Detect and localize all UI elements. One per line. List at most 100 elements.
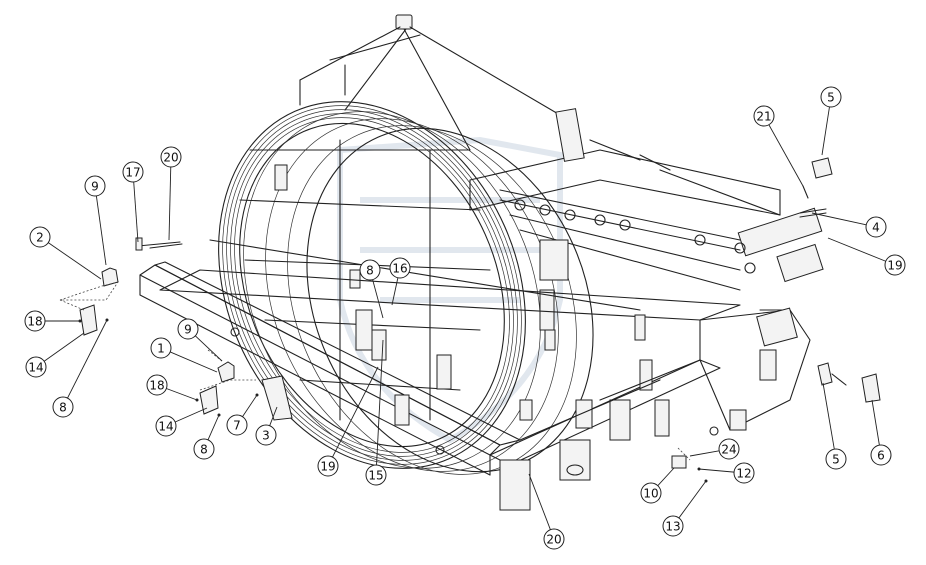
callout-number: 18 [149,379,164,393]
callout-c21: 21 [753,105,775,127]
callout-c3: 3 [255,424,277,446]
callout-circle [24,310,46,332]
callout-c7: 7 [226,414,248,436]
callout-circle [753,105,775,127]
callout-c5a: 5 [820,86,842,108]
callout-circle [825,448,847,470]
callout-number: 14 [158,420,173,434]
leader-lines [43,106,886,530]
callout-c9b: 9 [177,318,199,340]
exploded-parts-right [671,157,881,483]
callout-c1: 1 [150,337,172,359]
callout-number: 19 [320,460,335,474]
callout-circle [317,455,339,477]
callout-c9a: 9 [84,175,106,197]
callout-circle [177,318,199,340]
leader-line-c15 [376,339,384,466]
callout-circle [870,444,892,466]
callout-circle [226,414,248,436]
callout-c20b: 20 [543,528,565,550]
callout-circle [865,216,887,238]
leader-line-c9b [194,335,223,362]
leader-line-c8b [372,279,384,319]
callout-number: 5 [827,91,835,105]
callout-circle [884,254,906,276]
callout-number: 13 [665,520,680,534]
callout-number: 5 [832,453,840,467]
callout-circle [160,146,182,168]
callout-circle [662,515,684,537]
callout-circle [820,86,842,108]
callout-c13: 13 [662,515,684,537]
leader-line-c1 [170,351,218,373]
callout-c24: 24 [718,438,740,460]
callout-circle [155,415,177,437]
leader-line-c14b [174,407,208,423]
callout-c16: 16 [389,257,411,279]
callout-c19a: 19 [884,254,906,276]
callout-number: 20 [546,533,561,547]
callout-number: 17 [125,166,140,180]
callout-circle [193,438,215,460]
leader-line-c20b [528,473,551,530]
callout-number: 24 [721,443,736,457]
callout-c4: 4 [865,216,887,238]
callout-circle [389,257,411,279]
callout-c18b: 18 [146,374,168,396]
leader-line-c16 [391,277,399,306]
callout-circle [150,337,172,359]
callout-circle [122,161,144,183]
callout-c14b: 14 [155,415,177,437]
callout-number: 1 [157,342,165,356]
leader-line-c21 [768,124,804,187]
callout-number: 18 [27,315,42,329]
leader-line-c13 [678,480,707,519]
callout-circle [640,482,662,504]
callout-circle [733,462,755,484]
callout-circle [52,396,74,418]
leader-line-c8a [67,319,108,399]
callout-c5b: 5 [825,448,847,470]
callout-circle [84,175,106,197]
callout-circle [718,438,740,460]
leader-line-c8c [207,414,220,441]
callout-number: 8 [59,401,67,415]
base-frame [139,239,811,511]
exploded-parts-lower-left [195,349,293,421]
callout-number: 8 [200,443,208,457]
callout-circle [29,226,51,248]
callout-c10: 10 [640,482,662,504]
top-tripod-frame [299,14,561,151]
callout-number: 6 [877,449,885,463]
callout-c8a: 8 [52,396,74,418]
callout-c6: 6 [870,444,892,466]
callout-number: 3 [262,429,270,443]
callout-number: 20 [163,151,178,165]
callout-c8c: 8 [193,438,215,460]
callout-c20a: 20 [160,146,182,168]
leader-line-c7 [242,394,258,417]
callout-circle [543,528,565,550]
callout-number: 12 [736,467,751,481]
callout-c8b: 8 [359,259,381,281]
leader-line-c6 [871,399,880,446]
callout-circle [365,464,387,486]
callout-circle [255,424,277,446]
leader-line-c9a [95,195,107,266]
callout-number: 15 [368,469,383,483]
callout-number: 10 [643,487,658,501]
leader-line-c18b [166,388,198,401]
callout-labels: 2154192017921814816891181487319152024101… [24,86,906,550]
callout-circle [146,374,168,396]
callout-c18a: 18 [24,310,46,332]
callout-c2: 2 [29,226,51,248]
callout-number: 8 [366,264,374,278]
drum-coil-assembly [218,101,594,475]
callout-c17: 17 [122,161,144,183]
leader-line-c14a [43,332,85,362]
callout-number: 14 [28,361,43,375]
leader-line-c12 [698,468,735,473]
callout-number: 7 [233,419,241,433]
